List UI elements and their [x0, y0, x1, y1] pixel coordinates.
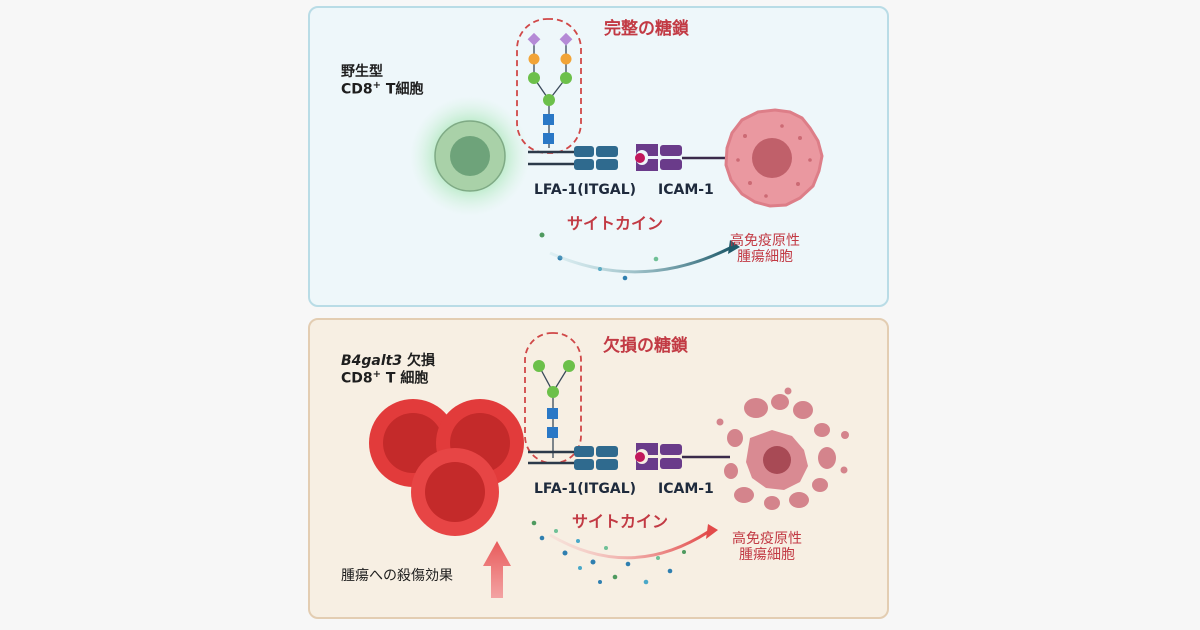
cytokine-label: サイトカイン [567, 214, 664, 233]
icam-1-label: ICAM-1 [658, 182, 714, 198]
cell-type-line2: CD8+ T 細胞 [341, 369, 429, 387]
tumor-cell-icon [724, 108, 824, 208]
cytokine-dots [531, 520, 686, 585]
damaged-tumor-cell-icon [716, 387, 849, 510]
truncated-glycan-icon [533, 360, 575, 458]
wild-type-diagram [410, 18, 824, 281]
cell-type-line1: 野生型 [341, 64, 383, 80]
knockout-diagram [369, 332, 849, 598]
icam-1-label: ICAM-1 [658, 481, 714, 497]
icam-1-ligand-icon [635, 144, 728, 171]
up-arrow-icon [483, 541, 511, 598]
cell-type-label: 野生型 CD8+ T細胞 [341, 64, 423, 98]
wild-type-panel: 完整の糖鎖 野生型 CD8+ T細胞 LFA-1(ITGAL) ICAM-1 サ… [308, 6, 889, 307]
tumor-cell-label: 高免疫原性 腫瘍細胞 [732, 531, 802, 564]
tumor-cell-label: 高免疫原性 腫瘍細胞 [730, 233, 800, 266]
wild-type-t-cell [410, 96, 530, 216]
cell-type-line1: B4galt3 欠損 [341, 353, 435, 369]
lfa-1-receptor-icon [528, 446, 618, 470]
cell-type-line2: CD8+ T細胞 [341, 80, 424, 98]
panel-title: 完整の糖鎖 [604, 19, 689, 39]
lfa-1-label: LFA-1(ITGAL) [534, 481, 637, 497]
killing-effect-label: 腫瘍への殺傷効果 [341, 568, 453, 584]
panel-title: 欠損の糖鎖 [603, 336, 688, 356]
curved-arrow-icon [549, 524, 718, 560]
icam-1-ligand-icon [635, 443, 730, 470]
expanded-t-cells [369, 399, 524, 536]
knockout-panel: 欠損の糖鎖 B4galt3 欠損 CD8+ T 細胞 LFA-1(ITGAL) … [308, 318, 889, 619]
lfa-1-receptor-icon [528, 146, 618, 170]
curved-arrow-icon [549, 240, 740, 274]
complete-glycan-icon [527, 32, 573, 148]
cell-type-label: B4galt3 欠損 CD8+ T 細胞 [341, 353, 435, 387]
cytokine-label: サイトカイン [572, 512, 669, 531]
lfa-1-label: LFA-1(ITGAL) [534, 182, 637, 198]
